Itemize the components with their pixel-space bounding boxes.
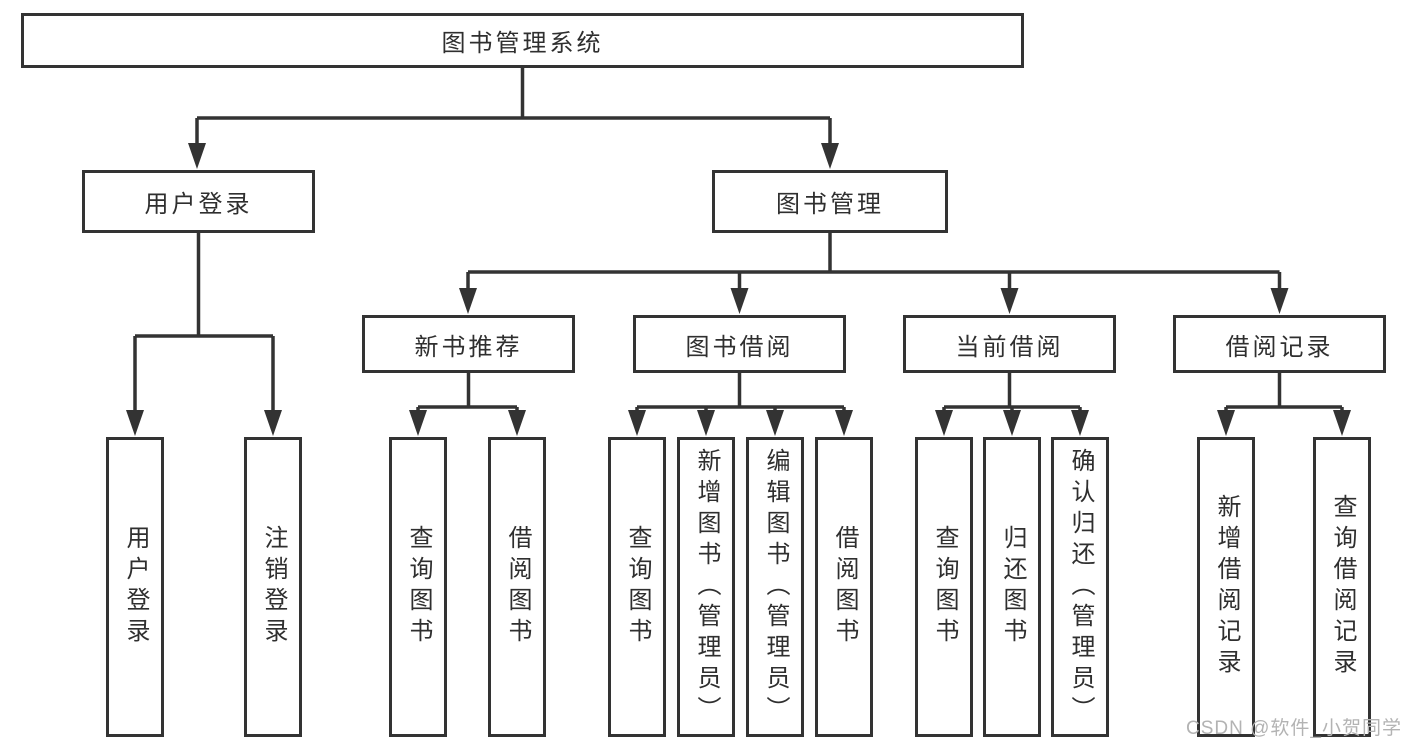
node-label: 图书管理系统 <box>441 30 604 57</box>
node-new-book-recommend: 新书推荐 <box>362 315 575 373</box>
csdn-watermark: CSDN @软件_小贺同学 <box>1186 718 1402 739</box>
node-label: 新增借阅记录 <box>1213 494 1240 680</box>
leaf-return-books: 归还图书 <box>983 437 1041 737</box>
node-borrow-records: 借阅记录 <box>1173 315 1386 373</box>
leaf-logout: 注销登录 <box>244 437 302 737</box>
leaf-borrow-books-recommend: 借阅图书 <box>488 437 546 737</box>
node-current-borrow: 当前借阅 <box>903 315 1116 373</box>
leaf-query-borrow-record: 查询借阅记录 <box>1313 437 1371 737</box>
leaf-query-books-current: 查询图书 <box>915 437 973 737</box>
node-label: 查询图书 <box>624 525 651 649</box>
node-label: 查询图书 <box>405 525 432 649</box>
node-label: 图书借阅 <box>685 333 794 361</box>
node-book-management: 图书管理 <box>712 170 948 233</box>
node-label: 用户登录 <box>144 191 253 218</box>
node-label: 借阅记录 <box>1225 333 1334 361</box>
node-label: 图书管理 <box>776 191 884 218</box>
node-label: 归还图书 <box>999 525 1026 649</box>
leaf-confirm-return-admin: 确认归还（管理员） <box>1051 437 1109 737</box>
leaf-borrow-books: 借阅图书 <box>815 437 873 737</box>
node-user-login: 用户登录 <box>82 170 315 233</box>
node-label: 新书推荐 <box>414 333 523 361</box>
node-label: 借阅图书 <box>831 525 858 649</box>
leaf-query-books-borrow: 查询图书 <box>608 437 666 737</box>
leaf-add-borrow-record: 新增借阅记录 <box>1197 437 1255 737</box>
node-book-borrow: 图书借阅 <box>633 315 846 373</box>
node-label: 查询借阅记录 <box>1329 494 1356 680</box>
node-label: 查询图书 <box>931 525 958 649</box>
node-label: 借阅图书 <box>504 525 531 649</box>
node-library-system: 图书管理系统 <box>21 13 1024 68</box>
node-label: 用户登录 <box>122 525 149 649</box>
node-label: 注销登录 <box>260 525 287 649</box>
node-label: 新增图书（管理员） <box>693 447 720 727</box>
node-label: 当前借阅 <box>955 333 1064 361</box>
leaf-edit-books-admin: 编辑图书（管理员） <box>746 437 804 737</box>
node-label: 确认归还（管理员） <box>1067 447 1094 727</box>
leaf-query-books-recommend: 查询图书 <box>389 437 447 737</box>
leaf-user-login: 用户登录 <box>106 437 164 737</box>
node-label: 编辑图书（管理员） <box>762 447 789 727</box>
leaf-add-books-admin: 新增图书（管理员） <box>677 437 735 737</box>
